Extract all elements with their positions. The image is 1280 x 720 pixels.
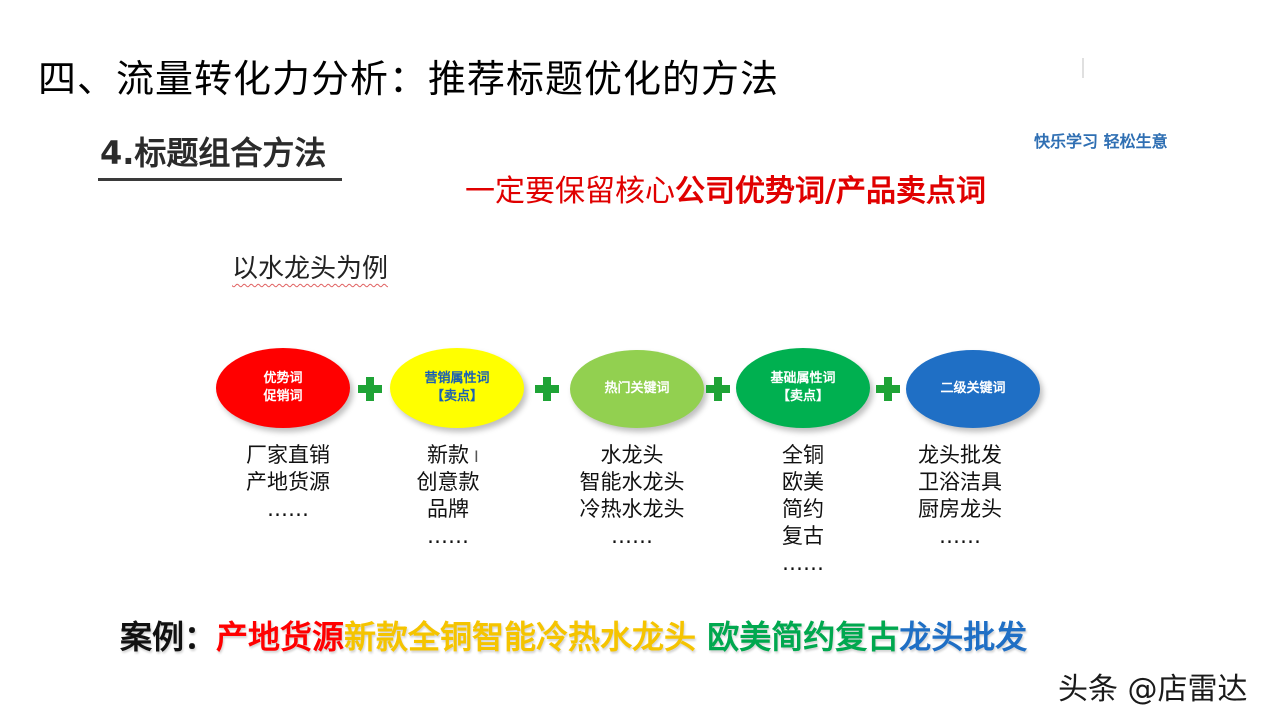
category-label-line: 【卖点】 — [776, 389, 829, 404]
category-label-line: 促销词 — [263, 389, 303, 404]
plus-icon — [358, 377, 382, 401]
example-word: 水龙头 — [600, 443, 664, 467]
example-column-basic-attributes: 全铜 欧美 简约 复古 …… — [718, 442, 888, 577]
example-word: 厨房龙头 — [918, 497, 1002, 521]
category-ellipse-marketing: 营销属性词 【卖点】 — [390, 348, 524, 428]
core-note: 一定要保留核心公司优势词/产品卖点词 — [465, 166, 986, 210]
example-word: 创意款 — [416, 470, 480, 494]
case-part-basic: 欧美简约复古 — [707, 618, 900, 656]
watermark: 头条 @店雷达 — [1058, 672, 1248, 707]
category-ellipse-hot-keywords: 热门关键词 — [570, 350, 704, 428]
plus-icon — [706, 377, 730, 401]
example-word: 欧美 — [782, 470, 824, 494]
case-label: 案例： — [120, 618, 217, 656]
example-word: 新款 — [427, 443, 469, 467]
plus-icon — [535, 377, 559, 401]
example-word: …… — [611, 524, 653, 548]
case-example: 案例：产地货源新款全铜智能冷热水龙头 欧美简约复古龙头批发 — [120, 612, 1027, 658]
case-part-secondary: 龙头批发 — [899, 618, 1028, 656]
example-word: 品牌 — [427, 497, 469, 521]
decorative-mark — [1082, 58, 1084, 78]
example-word: …… — [939, 524, 981, 548]
category-label-line: 热门关键词 — [604, 381, 670, 396]
category-ellipse-advantage: 优势词 促销词 — [216, 348, 350, 428]
example-word: 卫浴洁具 — [918, 470, 1002, 494]
example-word: 产地货源 — [246, 470, 330, 494]
text-cursor-icon: I — [474, 447, 479, 466]
example-word: …… — [427, 524, 469, 548]
section-heading: 4.标题组合方法 — [100, 134, 327, 172]
example-word: …… — [782, 551, 824, 575]
core-note-bold: 公司优势词/产品卖点词 — [675, 174, 986, 209]
slide-title: 四、流量转化力分析：推荐标题优化的方法 — [38, 57, 780, 101]
example-column-advantage: 厂家直销 产地货源 …… — [203, 442, 373, 523]
category-label-line: 二级关键词 — [940, 381, 1006, 396]
category-label-line: 【卖点】 — [430, 389, 483, 404]
example-column-hot-keywords: 水龙头 智能水龙头 冷热水龙头 …… — [547, 442, 717, 550]
example-word: …… — [267, 497, 309, 521]
example-word: 智能水龙头 — [579, 470, 685, 494]
example-word: 冷热水龙头 — [579, 497, 685, 521]
category-ellipse-secondary-keywords: 二级关键词 — [906, 350, 1040, 428]
example-label: 以水龙头为例 — [232, 254, 389, 284]
category-label-line: 优势词 — [263, 371, 303, 386]
example-word: 简约 — [782, 497, 824, 521]
example-column-secondary-keywords: 龙头批发 卫浴洁具 厨房龙头 …… — [875, 442, 1045, 550]
category-ellipse-basic-attributes: 基础属性词 【卖点】 — [736, 348, 870, 428]
section-underline — [98, 178, 342, 181]
case-part-marketing-hot: 新款全铜智能冷热水龙头 — [344, 618, 697, 656]
case-part-advantage: 产地货源 — [216, 618, 345, 656]
core-note-prefix: 一定要保留核心 — [465, 174, 675, 209]
category-label-line: 营销属性词 — [424, 371, 490, 386]
example-word: 全铜 — [782, 443, 824, 467]
category-label-line: 基础属性词 — [770, 371, 836, 386]
example-word: 龙头批发 — [918, 443, 1002, 467]
example-word: 厂家直销 — [246, 443, 330, 467]
example-word: 复古 — [782, 524, 824, 548]
example-column-marketing: 新款 创意款 品牌 …… — [363, 442, 533, 550]
plus-icon — [876, 377, 900, 401]
brand-tagline: 快乐学习 轻松生意 — [1034, 132, 1168, 151]
